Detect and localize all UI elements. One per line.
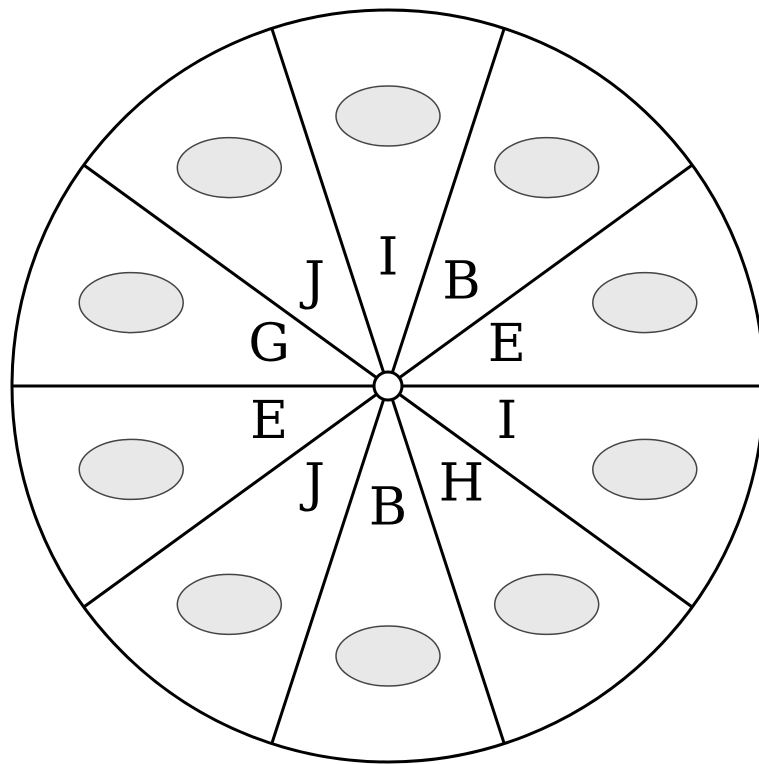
ferret-icon <box>79 439 183 499</box>
sector-letter: B <box>442 251 480 311</box>
sector-letter: B <box>369 478 407 538</box>
sector-letter: H <box>439 454 484 514</box>
snail-icon <box>593 439 697 499</box>
sector-letter: G <box>248 314 290 374</box>
hawk-icon <box>177 138 281 198</box>
snail-icon <box>336 86 440 146</box>
sector-letter: I <box>497 391 518 451</box>
otter-icon <box>495 138 599 198</box>
sector-letter: I <box>378 228 399 288</box>
sector-letter: E <box>488 314 526 374</box>
sector-letter: E <box>250 391 288 451</box>
mink-icon <box>177 574 281 634</box>
hawk-icon <box>495 574 599 634</box>
snake-icon <box>593 273 697 333</box>
hawk-icon <box>79 273 183 333</box>
ferret-icon <box>336 626 440 686</box>
wheel-hub <box>374 372 402 400</box>
